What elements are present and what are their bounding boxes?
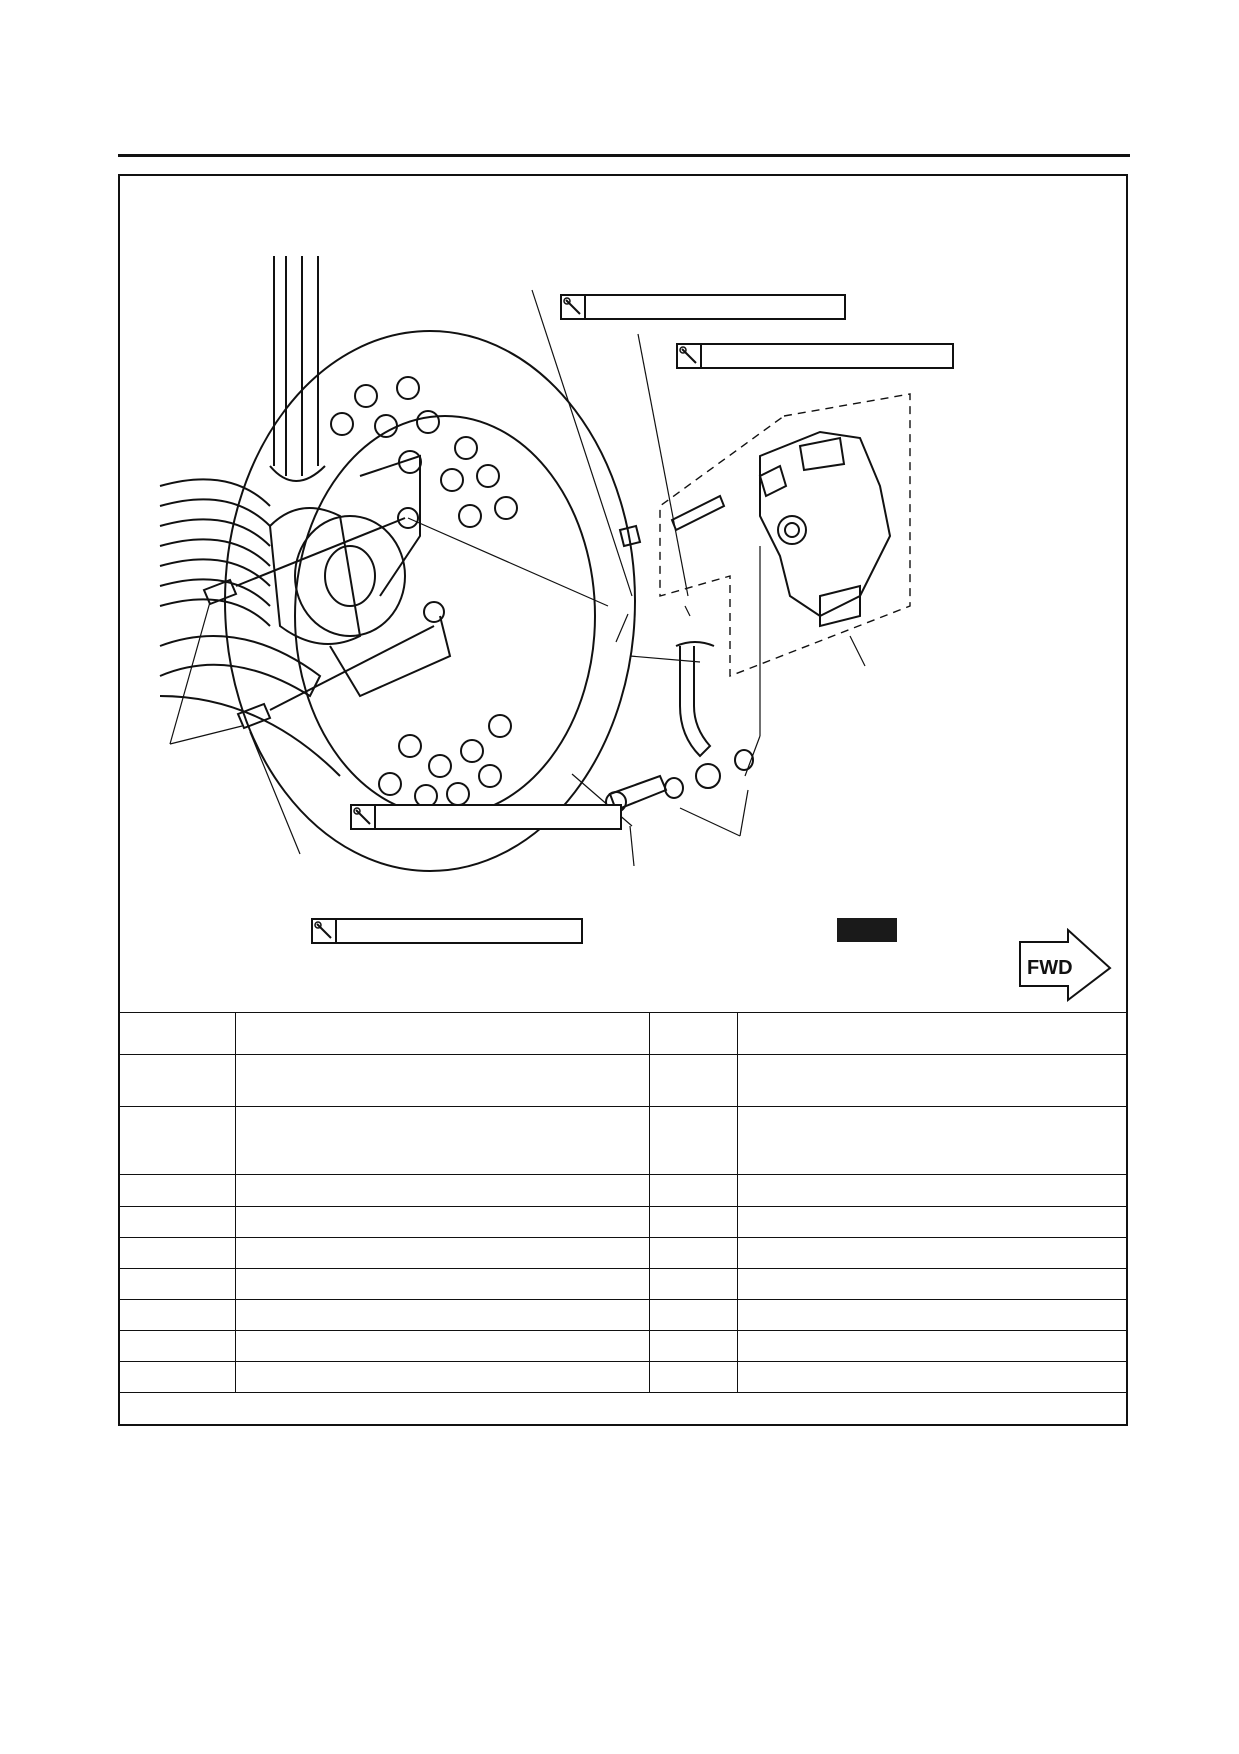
brake-hose — [675, 641, 721, 789]
caliper-assembly-outline — [659, 393, 911, 678]
wrench-torque-icon — [313, 920, 337, 942]
fwd-label: FWD — [1027, 957, 1073, 979]
table-cell — [118, 1012, 236, 1055]
table-cell — [737, 1012, 1128, 1055]
new-part-badge — [837, 918, 897, 942]
table-cell — [649, 1206, 739, 1238]
table-cell — [234, 1106, 651, 1175]
table-row — [118, 1330, 1128, 1362]
table-cell — [737, 1106, 1128, 1175]
table-cell — [234, 1206, 651, 1238]
table-row — [118, 1012, 1128, 1055]
table-cell — [118, 1106, 236, 1175]
table-cell — [737, 1299, 1128, 1331]
table-cell — [118, 1174, 236, 1207]
table-cell — [118, 1268, 236, 1300]
table-cell — [649, 1174, 739, 1207]
table-cell — [649, 1237, 739, 1269]
table-cell — [737, 1206, 1128, 1238]
bracket-bolt-upper — [202, 517, 406, 606]
table-cell — [649, 1268, 739, 1300]
table-cell — [737, 1237, 1128, 1269]
table-cell — [234, 1330, 651, 1362]
table-cell — [737, 1174, 1128, 1207]
table-row — [118, 1206, 1128, 1238]
table-row — [118, 1299, 1128, 1331]
table-cell — [118, 1237, 236, 1269]
torque-spec-box — [311, 918, 583, 944]
table-cell — [737, 1268, 1128, 1300]
table-cell — [234, 1012, 651, 1055]
table-cell — [649, 1361, 739, 1393]
table-cell — [118, 1206, 236, 1238]
header-rule — [118, 154, 1130, 157]
table-row — [118, 1361, 1128, 1393]
table-cell — [118, 1299, 236, 1331]
table-row — [118, 1174, 1128, 1207]
caliper-exploded-illustration — [120, 176, 1126, 1012]
brake-caliper — [758, 430, 892, 628]
torque-spec-box — [560, 294, 846, 320]
leader-lines — [169, 289, 866, 867]
copper-washer — [664, 749, 754, 799]
table-cell — [234, 1268, 651, 1300]
table-row — [118, 1106, 1128, 1175]
wrench-torque-icon — [678, 345, 702, 367]
table-cell — [649, 1012, 739, 1055]
wrench-torque-icon — [352, 806, 376, 828]
table-cell — [649, 1106, 739, 1175]
table-row — [118, 1268, 1128, 1300]
table-cell — [118, 1054, 236, 1107]
table-cell — [649, 1054, 739, 1107]
fwd-arrow-icon: FWD — [1018, 927, 1113, 1003]
torque-spec-box — [676, 343, 954, 369]
table-cell — [234, 1237, 651, 1269]
parts-table — [118, 1012, 1128, 1393]
wrench-torque-icon — [562, 296, 586, 318]
bracket-bolt-lower — [236, 625, 435, 730]
caliper-pin — [618, 494, 726, 548]
torque-spec-box — [350, 804, 622, 830]
table-cell — [234, 1054, 651, 1107]
table-cell — [649, 1330, 739, 1362]
diagram-frame — [118, 174, 1128, 1426]
table-cell — [737, 1330, 1128, 1362]
table-cell — [649, 1299, 739, 1331]
table-cell — [234, 1299, 651, 1331]
table-cell — [737, 1054, 1128, 1107]
table-row — [118, 1054, 1128, 1107]
shock-spring — [159, 478, 271, 627]
fork-tube — [269, 256, 326, 482]
table-cell — [118, 1361, 236, 1393]
table-cell — [234, 1174, 651, 1207]
table-row — [118, 1237, 1128, 1269]
table-cell — [234, 1361, 651, 1393]
wheel-hub — [159, 454, 452, 777]
table-cell — [118, 1330, 236, 1362]
table-cell — [737, 1361, 1128, 1393]
